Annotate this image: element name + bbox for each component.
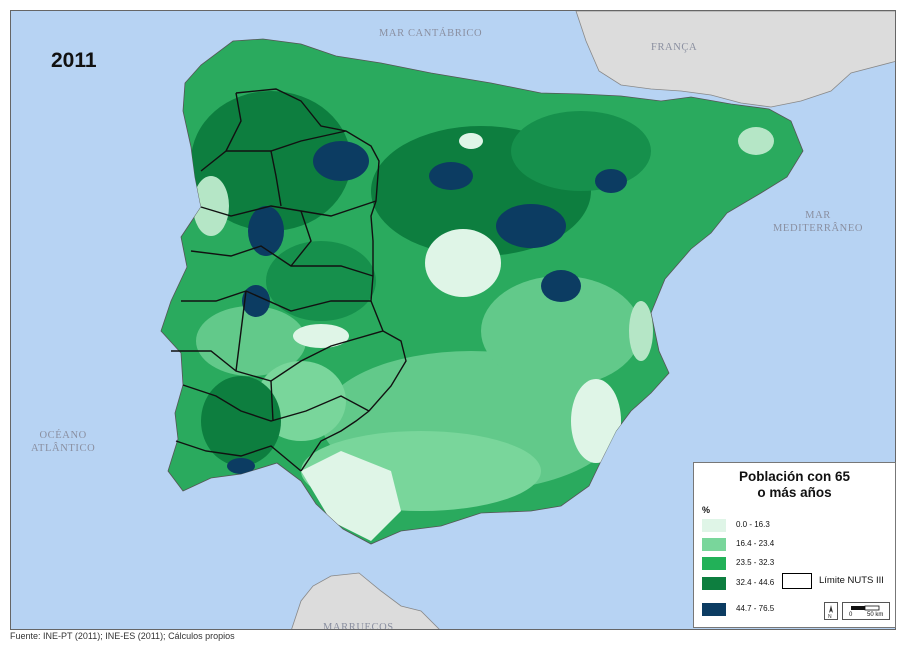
label-mar-cantabrico: MAR CANTÁBRICO: [379, 28, 483, 39]
legend: Población con 65 o más años % 0.0 - 16.3…: [693, 462, 896, 628]
legend-title-line1: Población con 65: [738, 469, 851, 484]
legend-title-line2: o más años: [757, 485, 832, 500]
class-patch-0-16-valencia: [629, 301, 653, 361]
legend-class-label: 23.5 - 32.3: [736, 558, 775, 567]
north-arrow-icon: N: [824, 602, 838, 620]
legend-swatch: [702, 538, 726, 551]
legend-unit: %: [702, 505, 711, 515]
legend-class-label: 16.4 - 23.4: [736, 539, 775, 548]
class-patch-44-76-soria: [496, 204, 566, 248]
class-patch-0-16-porto: [193, 176, 229, 236]
class-patch-32-44-aragon: [511, 111, 651, 191]
class-patch-32-44-beira: [266, 241, 376, 321]
legend-class-label: 44.7 - 76.5: [736, 604, 775, 613]
class-patch-44-76-burgos: [429, 162, 473, 190]
class-patch-44-76-huesca: [595, 169, 627, 193]
class-patch-16-23-east: [481, 276, 641, 386]
scale-max-label: 50 km: [867, 612, 884, 618]
class-patch-0-16-cadiz: [301, 451, 401, 541]
nuts-boundary-label: Límite NUTS III: [819, 575, 884, 586]
scale-zero-label: 0: [849, 612, 853, 618]
legend-class-label: 0.0 - 16.3: [736, 520, 770, 529]
label-franca: FRANÇA: [651, 42, 698, 53]
nuts3-boundaries: [171, 88, 407, 472]
class-patch-44-76-teruel: [541, 270, 581, 302]
legend-swatch: [702, 603, 726, 616]
class-patch-32-44-northwest: [191, 91, 351, 231]
year-label: 2011: [51, 49, 97, 72]
france-area: [575, 11, 895, 108]
svg-text:N: N: [828, 614, 832, 619]
class-patch-44-76-beira: [248, 206, 284, 256]
label-marruecos: MARRUECOS: [323, 622, 394, 630]
morocco-area: [291, 572, 440, 629]
class-patch-0-16-caceres: [293, 324, 349, 348]
class-patch-44-76-castelo: [242, 285, 270, 317]
scale-bar: 0 50 km: [842, 602, 890, 620]
class-patch-44-76-zamora: [313, 141, 369, 181]
class-patch-0-16-murcia: [571, 379, 621, 463]
legend-class-label: 32.4 - 44.6: [736, 578, 775, 587]
class-patch-44-76-algarve: [227, 458, 255, 474]
choropleth-classes: [191, 91, 774, 541]
legend-swatch: [702, 577, 726, 590]
class-patch-0-16-madrid: [425, 229, 501, 297]
class-patch-0-16-barcelona: [738, 127, 774, 155]
legend-title: Población con 65 o más años: [694, 469, 895, 501]
class-patch-16-23-lisbon: [196, 306, 306, 376]
legend-swatch: [702, 557, 726, 570]
class-patch-0-16-vitoria: [459, 133, 483, 149]
choropleth-map: [11, 11, 895, 629]
source-note: Fuente: INE-PT (2011); INE-ES (2011); Cá…: [10, 631, 235, 641]
nuts-boundary-swatch: [782, 573, 812, 589]
legend-swatch: [702, 519, 726, 532]
